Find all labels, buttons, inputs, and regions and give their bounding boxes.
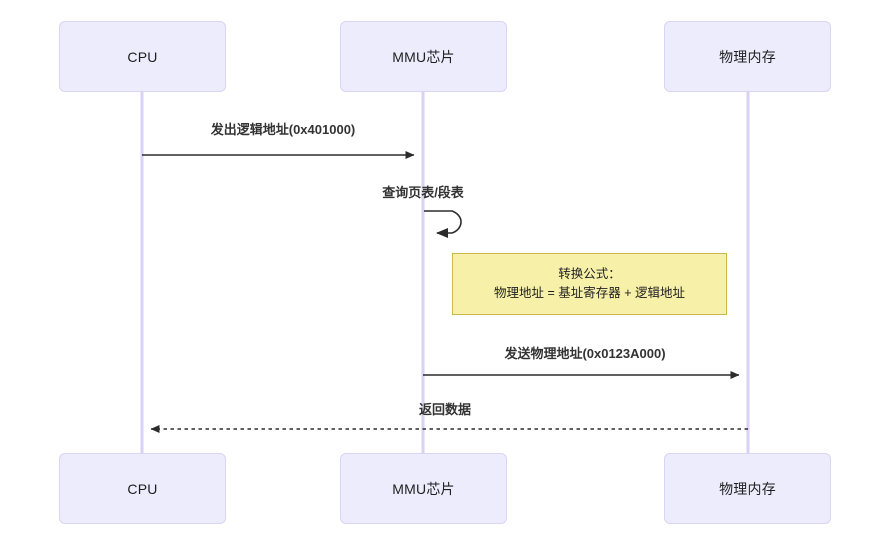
participant-label-mmu-bottom: MMU芯片 bbox=[392, 480, 455, 497]
message-arrow-query-page-table bbox=[424, 210, 462, 238]
participant-box-mem-bottom[interactable]: 物理内存 bbox=[664, 453, 831, 524]
message-label-return-data: 返回数据 bbox=[418, 402, 472, 417]
note-line-title: 转换公式： bbox=[558, 267, 621, 282]
participant-label-mem-top: 物理内存 bbox=[719, 48, 776, 65]
participant-box-mmu-top[interactable]: MMU芯片 bbox=[340, 21, 507, 92]
participant-box-mmu-bottom[interactable]: MMU芯片 bbox=[340, 453, 507, 524]
note-conversion-formula: 转换公式： 物理地址 = 基址寄存器 + 逻辑地址 bbox=[452, 253, 727, 315]
participant-box-mem-top[interactable]: 物理内存 bbox=[664, 21, 831, 92]
note-line-formula: 物理地址 = 基址寄存器 + 逻辑地址 bbox=[494, 286, 685, 300]
participant-label-cpu-bottom: CPU bbox=[127, 480, 158, 497]
participant-label-mmu-top: MMU芯片 bbox=[392, 48, 455, 65]
participant-label-mem-bottom: 物理内存 bbox=[719, 480, 776, 497]
participant-box-cpu-bottom[interactable]: CPU bbox=[59, 453, 226, 524]
message-label-physical-address: 发送物理地址(0x0123A000) bbox=[504, 346, 666, 361]
message-label-logical-address: 发出逻辑地址(0x401000) bbox=[210, 122, 356, 137]
participant-box-cpu-top[interactable]: CPU bbox=[59, 21, 226, 92]
message-label-query-page-table: 查询页表/段表 bbox=[382, 185, 464, 200]
participant-label-cpu-top: CPU bbox=[127, 48, 158, 65]
